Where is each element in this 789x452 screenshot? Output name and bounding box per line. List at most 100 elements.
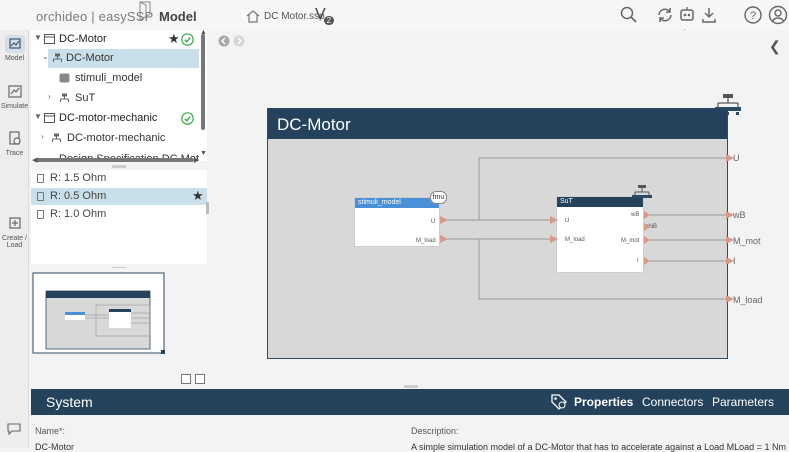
back-icon[interactable] — [218, 35, 230, 47]
description-field[interactable]: A simple simulation model of a DC-Motor … — [411, 442, 786, 452]
port-label: phiB — [645, 224, 658, 230]
port-label: U — [431, 219, 436, 225]
variant-label: R: 1.0 Ohm — [50, 208, 107, 220]
system-port-wb[interactable] — [726, 211, 734, 219]
rail-create-load[interactable]: Create / Load — [0, 215, 29, 249]
robot-icon[interactable] — [677, 5, 697, 25]
port-out-wb[interactable] — [644, 211, 650, 219]
port-label: wB — [631, 212, 640, 218]
tree-item-dc-motor[interactable]: ▼ DC-Motor ★ — [31, 30, 201, 49]
variant-item[interactable]: R: 0.5 Ohm ★ — [31, 188, 207, 205]
system-port-i[interactable] — [726, 257, 734, 265]
port-label: M_load — [416, 238, 436, 244]
hierarchy-icon[interactable] — [632, 185, 652, 203]
download-icon[interactable] — [699, 5, 719, 25]
scroll-down-icon[interactable]: ▼ — [200, 150, 207, 157]
version-indicator[interactable]: V2 — [315, 6, 335, 26]
chevron-down-icon[interactable]: ▼ — [34, 33, 42, 42]
splitter-handle[interactable] — [404, 385, 418, 388]
user-icon[interactable] — [768, 5, 788, 25]
rail-simulate[interactable]: Simulate — [0, 83, 29, 110]
tab-connectors[interactable]: Connectors — [642, 395, 704, 409]
star-icon[interactable]: ★ — [168, 31, 180, 46]
variant-item[interactable]: R: 1.0 Ohm — [31, 206, 207, 223]
fit-page-icon[interactable] — [181, 374, 191, 384]
chevron-right-icon[interactable]: › — [41, 132, 44, 141]
port-out-i[interactable] — [644, 257, 650, 265]
chat-icon[interactable] — [7, 423, 21, 435]
sync-icon[interactable] — [655, 5, 675, 25]
tree-label: SuT — [75, 92, 96, 104]
brand-name: orchideo | easySSP — [36, 9, 154, 24]
system-icon — [60, 93, 69, 102]
sut-component[interactable]: SuT U M_load wB M_mot I — [556, 196, 644, 273]
tree-label: DC-motor-mechanic — [59, 112, 158, 124]
tab-properties[interactable]: Properties — [574, 395, 634, 409]
port-out-phib[interactable] — [644, 223, 650, 231]
variants-scrollbar[interactable] — [206, 202, 209, 214]
port-in-m-load[interactable] — [550, 235, 558, 243]
variants-list: R: 1.5 Ohm R: 0.5 Ohm ★ R: 1.0 Ohm — [31, 170, 207, 264]
tree-label: stimuli_model — [75, 72, 143, 84]
rail-trace[interactable]: Trace — [0, 130, 29, 157]
system-block[interactable]: DC-Motor stimuli_model U M_load fmu SuT … — [267, 108, 734, 359]
tag-settings-icon — [551, 394, 567, 410]
check-circle-icon — [181, 33, 194, 46]
tree-item-stimuli-model[interactable]: stimuli_model — [31, 69, 201, 88]
name-field[interactable]: DC-Motor — [35, 442, 75, 452]
port-in-u[interactable] — [550, 216, 558, 224]
port-out-m-mot[interactable] — [644, 236, 650, 244]
splitter-handle[interactable] — [112, 165, 126, 168]
tree-vertical-scrollbar[interactable] — [201, 34, 205, 130]
properties-bar: System Properties Connectors Parameters — [31, 389, 789, 415]
tree-item-dc-motor-mechanic[interactable]: ▼ DC-motor-mechanic — [31, 109, 201, 128]
system-port-label: M_load — [733, 295, 763, 305]
minimap[interactable] — [31, 268, 207, 386]
port-label: M_mot — [621, 238, 640, 244]
chevron-down-icon[interactable]: ⌄ — [42, 52, 49, 61]
system-icon — [52, 133, 61, 142]
simulate-icon — [7, 85, 22, 98]
stimuli-model-component[interactable]: stimuli_model U M_load — [354, 197, 440, 247]
chevron-down-icon[interactable]: ▼ — [34, 112, 42, 121]
port-label: M_load — [565, 237, 585, 243]
project-icon — [44, 34, 55, 44]
port-out-m-load[interactable] — [440, 235, 448, 243]
tree-item-sut[interactable]: › SuT — [31, 89, 201, 108]
tree-label: DC-Motor — [66, 52, 114, 64]
home-icon[interactable] — [246, 10, 260, 23]
fmu-badge: fmu — [430, 191, 447, 204]
svg-text:?: ? — [750, 10, 756, 22]
star-icon[interactable]: ★ — [192, 188, 204, 203]
fullscreen-icon[interactable] — [195, 374, 205, 384]
system-port-u[interactable] — [726, 154, 734, 162]
top-bar: orchideo | easySSP Model DC Motor.ssp V2… — [0, 0, 789, 41]
description-label: Description: — [411, 426, 459, 436]
properties-title: System — [46, 394, 93, 410]
variant-icon — [37, 174, 44, 183]
collapse-panel-icon[interactable]: ❮ — [769, 38, 781, 54]
system-port-m-load[interactable] — [726, 295, 734, 303]
search-icon[interactable] — [619, 5, 639, 25]
variant-icon — [37, 210, 44, 219]
variant-item[interactable]: R: 1.5 Ohm — [31, 170, 207, 187]
tree-item-dc-motor-system[interactable]: ⌄ DC-Motor — [42, 49, 199, 68]
system-port-label: I — [733, 256, 736, 266]
port-label: U — [565, 218, 570, 224]
chevron-right-icon[interactable]: › — [48, 92, 51, 101]
system-port-label: wB — [733, 210, 746, 220]
port-out-u[interactable] — [440, 216, 448, 224]
tab-parameters[interactable]: Parameters — [712, 395, 775, 409]
tree-item-dc-motor-mechanic-system[interactable]: › DC-motor-mechanic — [31, 129, 201, 148]
forward-icon[interactable] — [233, 35, 245, 47]
tree-item-design-spec[interactable]: Design Specification DC Mot — [31, 151, 201, 161]
scroll-left-icon[interactable]: ◀ — [32, 157, 38, 164]
scroll-right-icon[interactable]: ▶ — [194, 157, 200, 164]
system-port-m-mot[interactable] — [726, 236, 734, 244]
rail-model[interactable]: Model — [0, 35, 29, 62]
scroll-up-icon[interactable]: ▲ — [200, 29, 207, 36]
tree-horizontal-scrollbar[interactable] — [36, 158, 194, 162]
system-title: DC-Motor — [277, 115, 351, 134]
mode-title: Model — [159, 9, 197, 24]
help-icon[interactable]: ? — [743, 5, 763, 25]
